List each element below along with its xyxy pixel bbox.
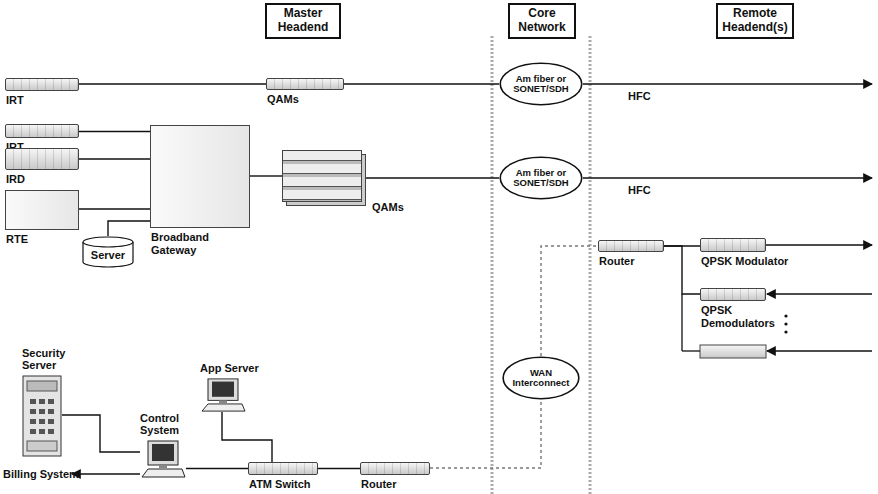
server-tower: Security Server <box>22 375 62 457</box>
qam-stack: QAMs <box>282 150 362 202</box>
node-text: Core Network <box>514 7 570 35</box>
equipment-label: QPSK Demodulators <box>701 304 783 329</box>
connector <box>344 83 499 84</box>
equipment-label: ATM Switch <box>249 478 311 491</box>
network-cloud: WAN Interconnect <box>502 356 580 400</box>
connector <box>108 221 150 236</box>
node-text: Server <box>91 243 125 261</box>
connector <box>79 158 150 159</box>
equipment-unit: IRT <box>5 124 79 138</box>
workstation: App Server <box>200 378 246 412</box>
band-line <box>491 36 494 494</box>
connector <box>79 83 266 84</box>
node-text: WAN Interconnect <box>511 368 570 389</box>
network-label: HFC <box>628 184 651 196</box>
equipment-label: App Server <box>200 362 259 375</box>
connector <box>318 468 360 469</box>
equipment-label: RTE <box>6 233 28 246</box>
bus-wire <box>681 294 682 351</box>
workstation: Control System <box>140 440 186 478</box>
connector <box>541 246 598 356</box>
equipment-label: Security Server <box>22 347 82 372</box>
equipment-label: Broadband Gateway <box>151 231 226 256</box>
equipment-label: Router <box>599 255 634 268</box>
equipment-unit: Router <box>598 240 664 252</box>
equipment-unit: QPSK Modulator <box>700 238 766 252</box>
ellipsis-dot <box>784 330 787 333</box>
connector <box>62 415 140 452</box>
connector <box>430 400 541 468</box>
equipment-label: IRD <box>6 173 25 186</box>
downstream-arrow <box>766 244 872 245</box>
equipment-unit: Router <box>360 462 430 475</box>
upstream-arrow <box>767 293 872 294</box>
equipment-label: IRT <box>6 94 24 107</box>
connector <box>222 412 272 462</box>
equipment-label: QAMs <box>267 93 299 106</box>
ellipsis-dot <box>784 314 787 317</box>
ellipsis-dot <box>784 322 787 325</box>
network-cloud: Am fiber or SONET/SDH <box>499 156 583 200</box>
section-header: Remote Headend(s) <box>716 3 794 39</box>
billing-label: Billing System <box>3 468 79 480</box>
connector <box>186 468 248 469</box>
equipment-unit: QPSK Demodulators <box>700 288 766 301</box>
equipment-unit: IRT <box>5 78 79 91</box>
network-cloud: Am fiber or SONET/SDH <box>499 62 583 106</box>
band-line <box>589 36 592 494</box>
bus-wire <box>682 350 700 351</box>
network-label: HFC <box>628 90 651 102</box>
demodulator-device <box>700 345 766 358</box>
equipment-chassis: Broadband Gateway <box>150 125 250 228</box>
connector <box>79 131 150 132</box>
node-text: Am fiber or SONET/SDH <box>509 168 573 189</box>
equipment-chassis: RTE <box>5 190 79 230</box>
equipment-label: Control System <box>140 412 195 437</box>
hfc-line <box>583 177 872 178</box>
upstream-arrow <box>767 350 872 351</box>
server-cylinder: Server <box>82 236 134 268</box>
node-text: Remote Headend(s) <box>722 7 788 35</box>
connector <box>250 175 282 176</box>
equipment-label: QPSK Modulator <box>701 255 788 268</box>
section-header: Master Headend <box>265 3 341 39</box>
equipment-label: Router <box>361 478 396 491</box>
node-text: Master Headend <box>271 7 335 35</box>
connector <box>362 177 499 178</box>
equipment-unit: QAMs <box>266 78 344 90</box>
equipment-label: QAMs <box>372 201 404 214</box>
equipment-unit: ATM Switch <box>248 462 318 475</box>
hfc-line <box>583 83 872 84</box>
equipment-unit: IRD <box>5 148 79 170</box>
billing-arrow <box>72 473 140 474</box>
connector <box>664 246 700 294</box>
node-text: Am fiber or SONET/SDH <box>509 74 573 95</box>
connector <box>79 208 150 209</box>
section-header: Core Network <box>508 3 576 39</box>
